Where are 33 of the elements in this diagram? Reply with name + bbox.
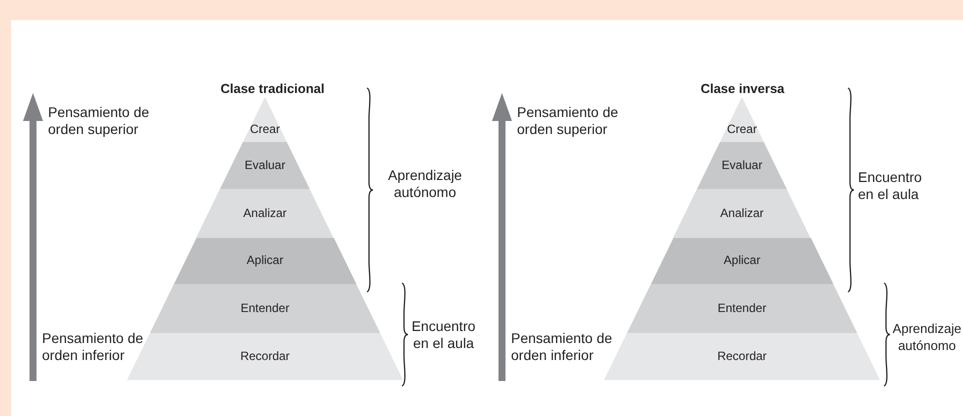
panel-heading: Clase inversa (700, 80, 786, 97)
level-label: Evaluar (720, 158, 764, 172)
level-label: Analizar (719, 206, 765, 220)
axis-label: Pensamiento de orden superior (517, 104, 620, 138)
level-label: Aplicar (722, 253, 762, 267)
axis-label: Pensamiento de orden inferior (42, 330, 144, 364)
level-label: Aplicar (246, 253, 284, 267)
bracket-label: Aprendizaje autónomo (892, 320, 962, 354)
pyramid-level (720, 97, 764, 142)
panel-heading: Clase tradicional (219, 80, 326, 97)
pyramid-level (650, 238, 834, 284)
pyramid-level (127, 333, 403, 380)
level-label: Analizar (242, 206, 288, 220)
pyramid-level (243, 97, 287, 142)
axis-label: Pensamiento de orden inferior (511, 330, 614, 364)
bracket-label: Encuentro en el aula (410, 318, 476, 352)
pyramid-level (174, 238, 356, 284)
level-label: Crear (248, 122, 281, 136)
axis-label: Pensamiento de orden superior (48, 104, 150, 138)
pyramid-level (626, 284, 858, 333)
level-label: Recordar (239, 348, 291, 362)
pyramid-level (150, 284, 380, 333)
level-label: Evaluar (244, 158, 286, 172)
pyramid-level (673, 189, 811, 238)
level-label: Entender (240, 300, 290, 314)
bracket-label: Aprendizaje autónomo (387, 167, 463, 201)
pyramid-level (697, 142, 787, 189)
level-label: Entender (716, 300, 768, 314)
pyramid-level (220, 142, 310, 189)
level-label: Crear (726, 122, 758, 136)
bracket-label: Encuentro en el aula (858, 169, 923, 203)
pyramid-level (196, 189, 334, 238)
level-label: Recordar (716, 348, 768, 362)
